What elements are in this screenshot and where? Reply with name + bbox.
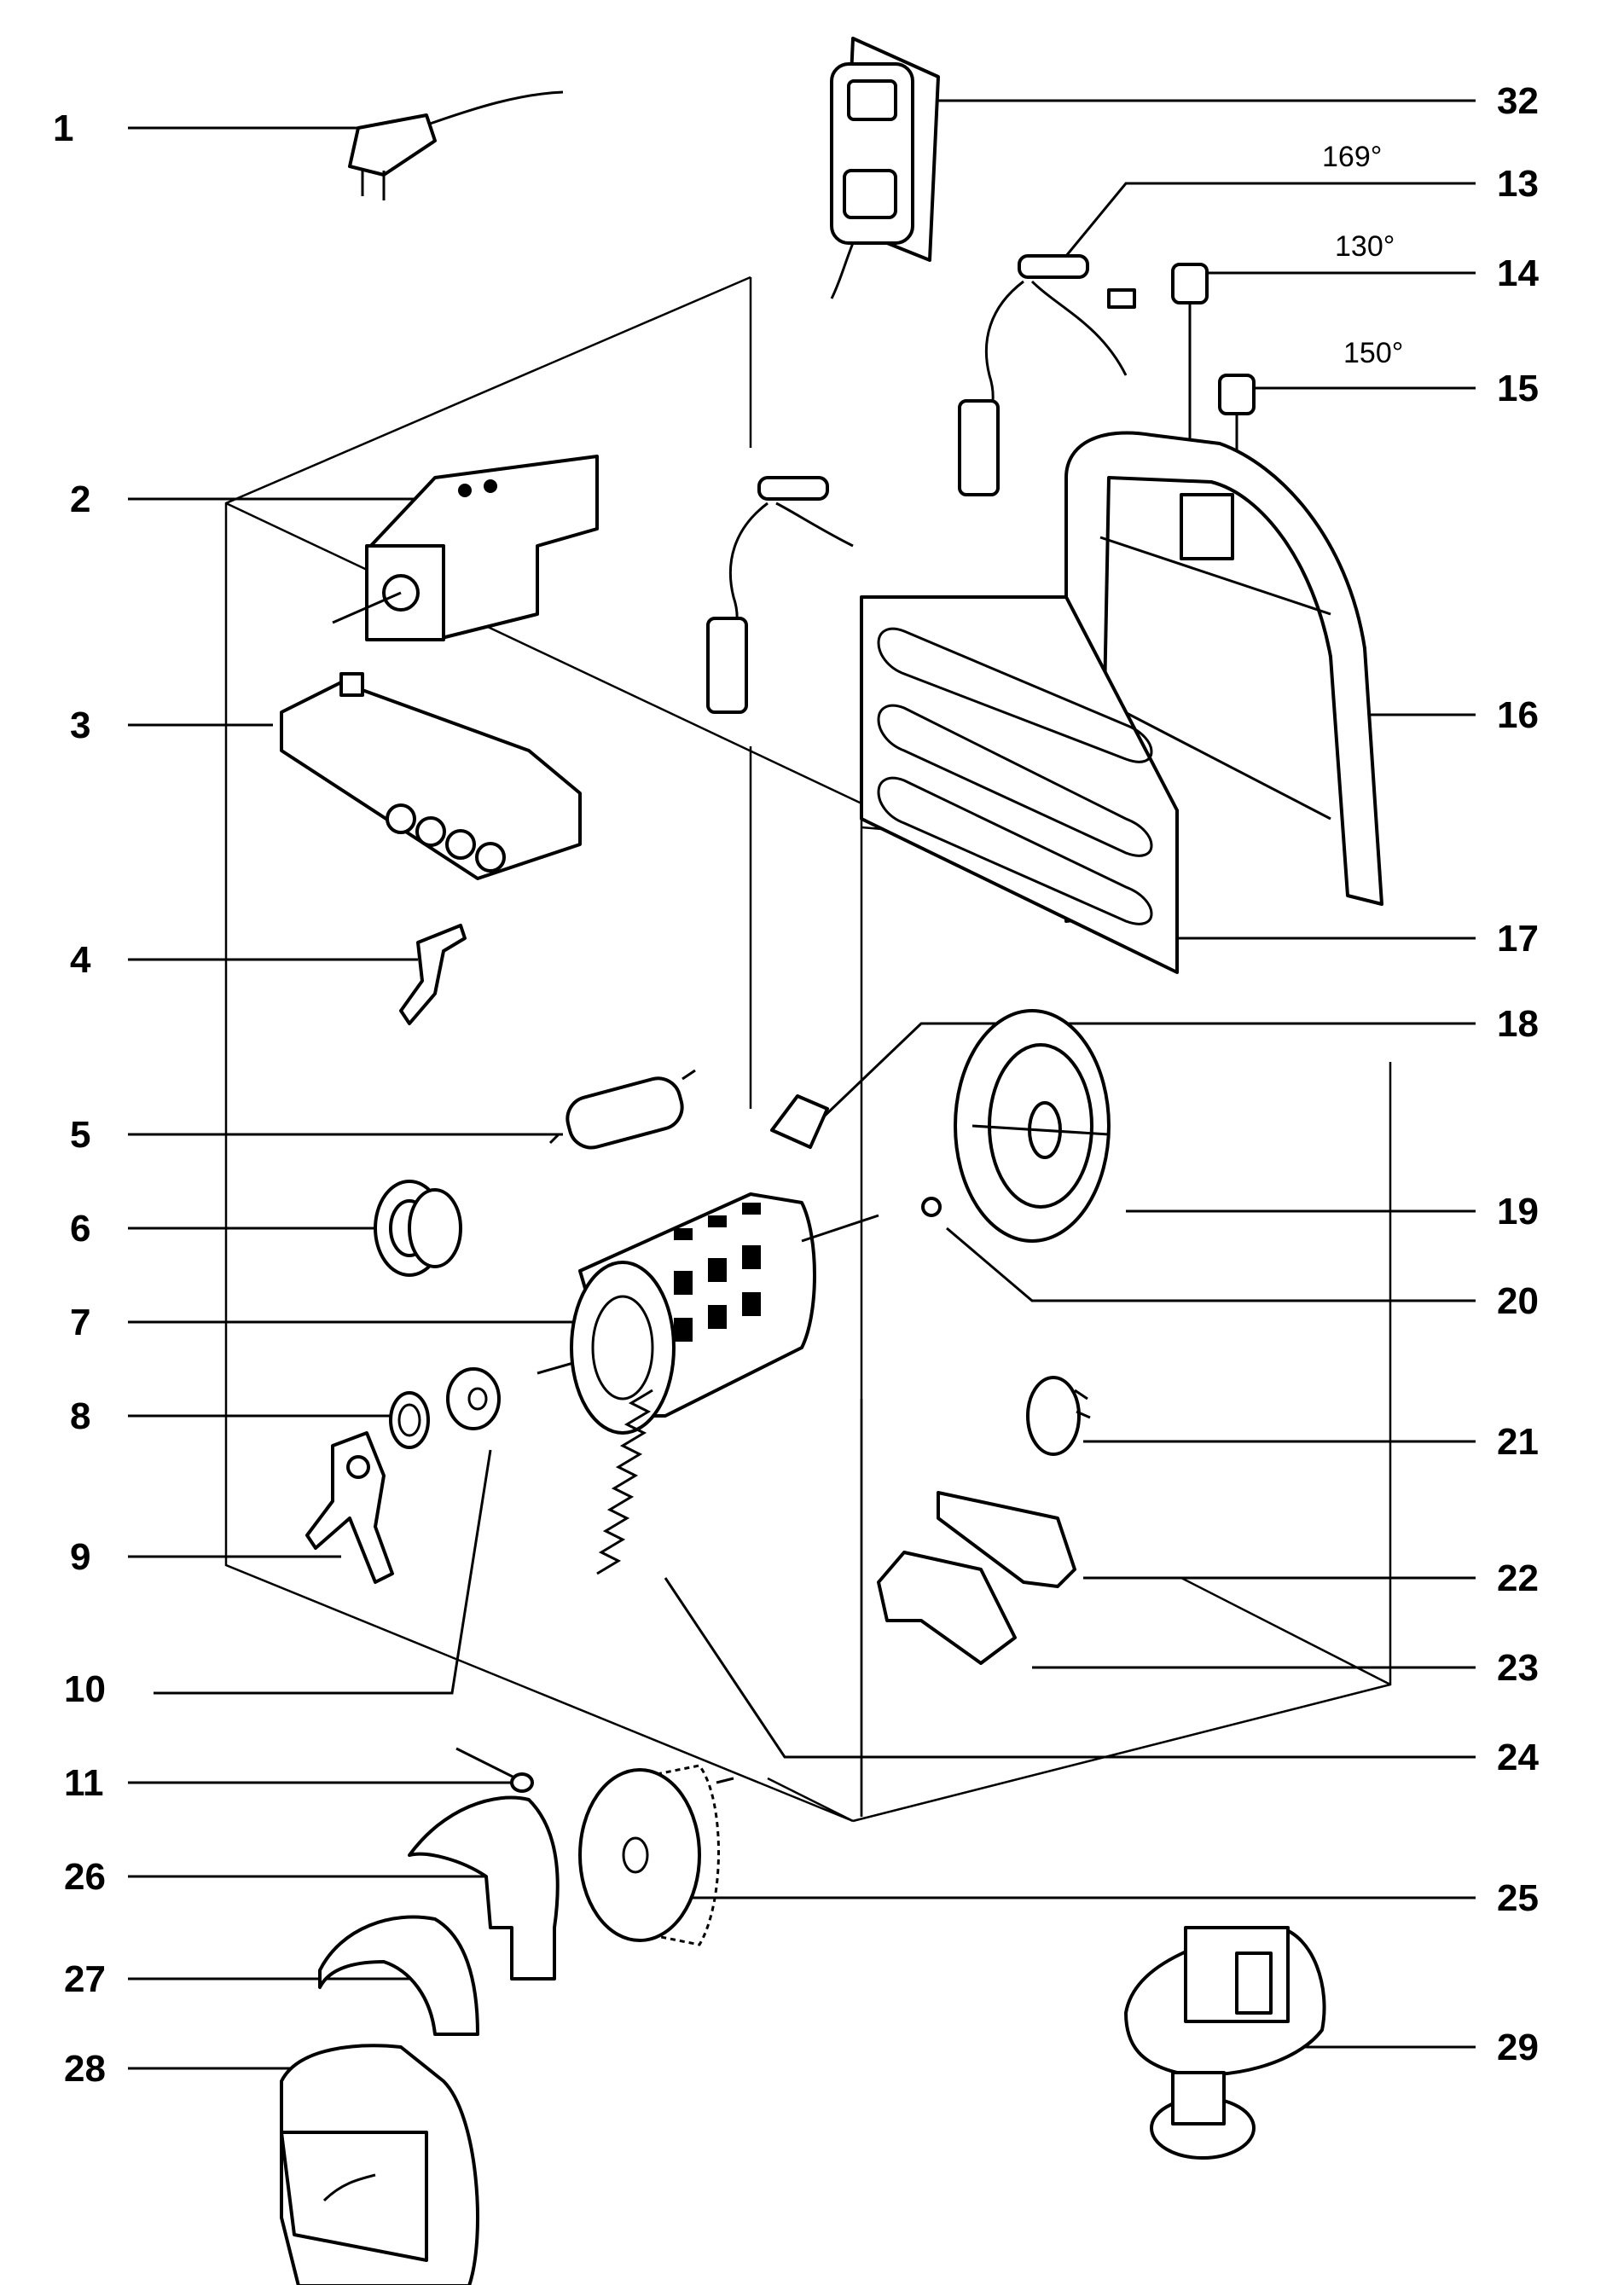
duct-cover-lower [318, 1915, 479, 2036]
callout-23: 23 [1497, 1647, 1539, 1689]
programmer-unit [332, 455, 599, 641]
callout-22: 22 [1497, 1557, 1539, 1599]
callout-29: 29 [1497, 2027, 1539, 2068]
callout-7: 7 [70, 1302, 90, 1343]
thermal-fuse [1026, 1376, 1091, 1456]
callout-6: 6 [70, 1208, 90, 1250]
capacitor [548, 1069, 696, 1150]
idler-bracket [877, 1551, 1017, 1665]
washer [446, 1367, 501, 1430]
callout-21: 21 [1497, 1421, 1539, 1463]
control-panel-board [280, 672, 582, 880]
callout-8: 8 [70, 1395, 90, 1437]
callout-13: 13 [1497, 163, 1539, 205]
wiring-harness-upper [958, 254, 1136, 496]
callout-15: 15 [1497, 368, 1539, 409]
heating-element [860, 595, 1179, 974]
leader-lines [128, 99, 1476, 2070]
callout-1: 1 [53, 107, 73, 149]
lint-filter [280, 2044, 479, 2285]
temperature-labels: 169° 130° 150° [1322, 141, 1403, 369]
tension-spring [596, 1389, 653, 1575]
bearing-bushing [389, 1391, 430, 1449]
callout-2: 2 [70, 478, 90, 520]
callout-labels: 1 2 3 4 5 6 7 8 9 10 11 26 27 28 32 13 1… [53, 80, 1539, 2090]
pulley [374, 1180, 462, 1277]
electronic-module [830, 37, 940, 299]
motor-bracket [305, 1431, 394, 1584]
callout-16: 16 [1497, 694, 1539, 736]
duct-cover-upper [408, 1795, 560, 1981]
retaining-clip [921, 1197, 942, 1217]
callout-26: 26 [64, 1856, 106, 1898]
blower-fan-wheel [954, 1009, 1111, 1243]
callout-19: 19 [1497, 1191, 1539, 1232]
callout-9: 9 [70, 1536, 90, 1578]
thermostat-130 [1171, 263, 1209, 444]
pump-assembly [1124, 1926, 1326, 2160]
power-cord-plug [348, 90, 564, 200]
terminal-connector [770, 1094, 829, 1149]
switch-bracket [399, 924, 467, 1025]
callout-20: 20 [1497, 1280, 1539, 1322]
callout-3: 3 [70, 705, 90, 746]
callout-5: 5 [70, 1114, 90, 1156]
idler-arm [937, 1491, 1076, 1588]
temp-label-150: 150° [1343, 337, 1403, 369]
callout-10: 10 [64, 1668, 106, 1710]
fan-drum [578, 1764, 734, 1946]
callout-25: 25 [1497, 1877, 1539, 1919]
callout-18: 18 [1497, 1003, 1539, 1045]
screw [455, 1747, 534, 1793]
temp-label-169: 169° [1322, 141, 1382, 173]
callout-28: 28 [64, 2048, 106, 2090]
callout-32: 32 [1497, 80, 1539, 122]
drive-motor [536, 1192, 879, 1435]
callout-11: 11 [64, 1762, 104, 1804]
callout-17: 17 [1497, 918, 1539, 960]
heater-frame [1064, 431, 1383, 923]
callout-24: 24 [1497, 1737, 1539, 1778]
callout-4: 4 [70, 939, 91, 981]
callout-14: 14 [1497, 252, 1539, 294]
temp-label-130: 130° [1335, 230, 1395, 263]
wiring-harness-lower [706, 476, 854, 714]
callout-27: 27 [64, 1958, 106, 2000]
